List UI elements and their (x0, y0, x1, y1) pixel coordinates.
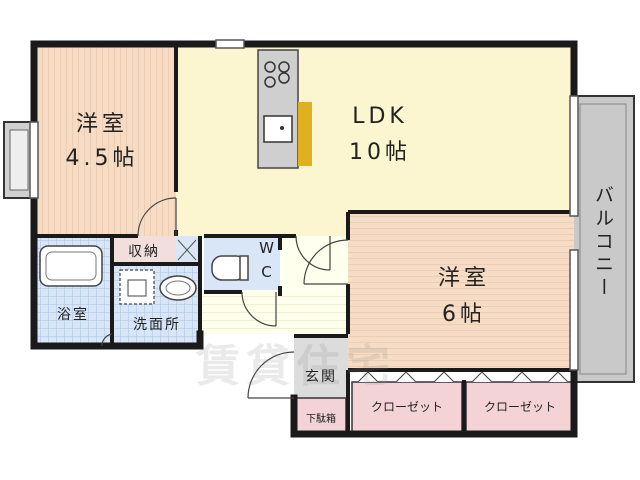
wc-label-w: W (259, 239, 277, 257)
balcony (571, 95, 635, 383)
entrance-area (294, 336, 348, 398)
ldk-name: LDK (352, 104, 408, 129)
storage-label: 収納 (128, 244, 160, 260)
entrance-label: 玄関 (305, 369, 337, 385)
western-room-small-size: 4.5帖 (65, 146, 139, 171)
walls (30, 40, 578, 438)
kitchen-counter (257, 49, 299, 169)
bathtub-icon (39, 245, 103, 287)
storage-area (114, 236, 176, 264)
balcony-label: バルコニー (592, 184, 614, 300)
ldk-area (176, 44, 574, 212)
wash-basin-icon (159, 275, 197, 301)
closet-right-label: クローゼット (483, 400, 556, 414)
closet-right (465, 381, 575, 433)
washing-machine-icon (119, 269, 155, 305)
hallway (200, 290, 348, 334)
stove-burner-icon (264, 61, 276, 73)
ldk-size: 10帖 (349, 140, 411, 165)
western-room-small (34, 44, 176, 236)
western-room-large (348, 212, 574, 370)
bath-label: 浴室 (57, 307, 89, 323)
washroom-label: 洗面所 (133, 317, 181, 333)
closet-left-label: クローゼット (370, 400, 443, 414)
wc-label-c: C (261, 263, 275, 281)
kitchen-sink-icon (263, 115, 293, 143)
shoe-box-label: 下駄箱 (306, 414, 336, 425)
western-room-large-name: 洋室 (437, 266, 490, 291)
watermark: 賃貸住宅 (196, 341, 396, 392)
western-room-small-name: 洋室 (75, 112, 128, 137)
western-room-large-size: 6帖 (442, 302, 486, 327)
